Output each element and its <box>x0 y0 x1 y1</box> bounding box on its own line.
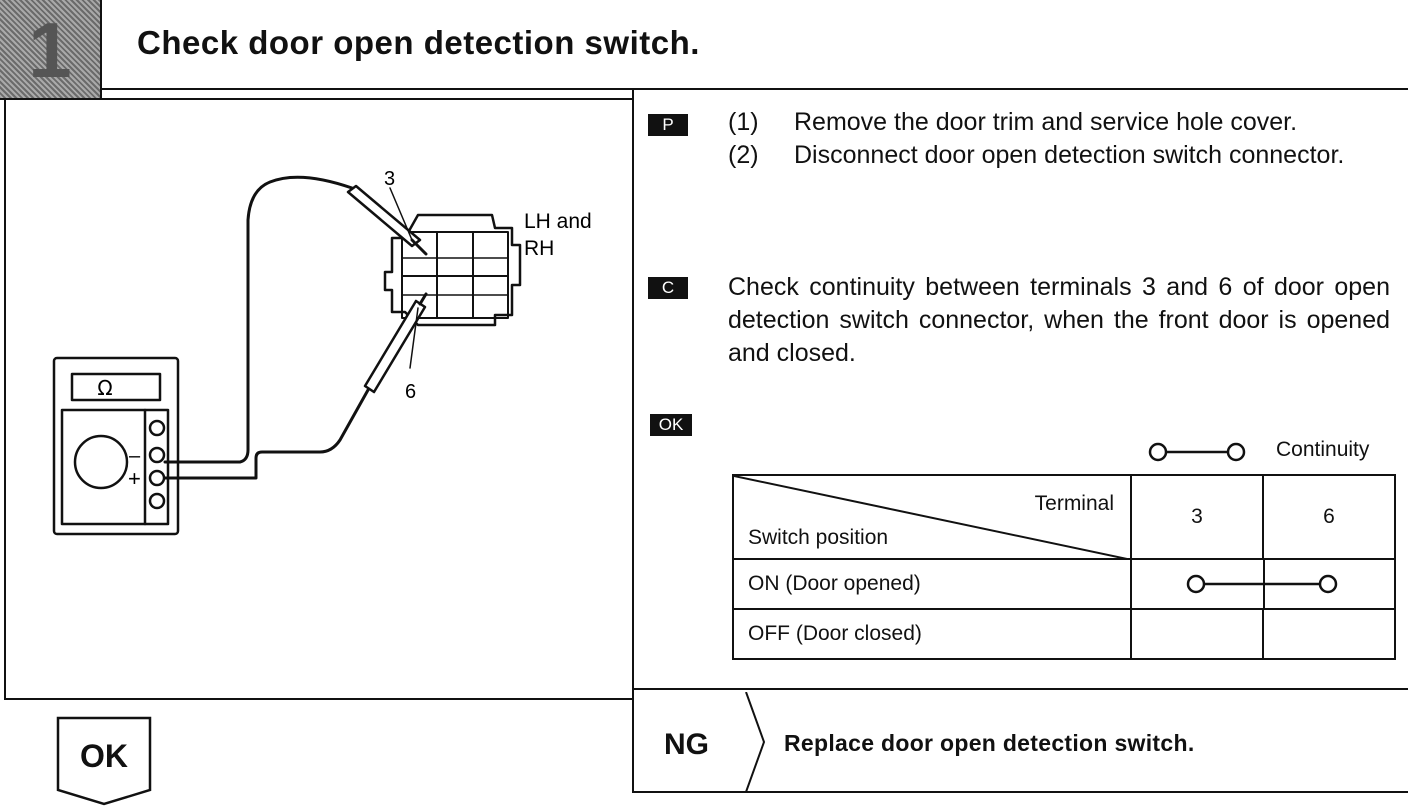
table-row: ON (Door opened) <box>732 558 1396 610</box>
ng-arrow <box>745 692 766 792</box>
right-bottom-rule <box>632 688 1408 690</box>
step-text: Disconnect door open detection switch co… <box>794 141 1345 169</box>
step-index: (1) <box>728 108 759 136</box>
continuity-legend-symbol <box>1148 442 1246 462</box>
continuity-cell <box>1130 608 1264 660</box>
row-label: OFF (Door closed) <box>732 608 1132 660</box>
step-number: 1 <box>28 6 72 94</box>
ng-bottom-rule <box>632 791 1408 793</box>
step-number-box <box>0 0 100 100</box>
procedure-step: (2) Disconnect door open detection switc… <box>728 139 1390 172</box>
continuity-cell <box>1130 558 1396 610</box>
terminal-3-label: 3 <box>384 168 395 190</box>
side-label-line1: LH and <box>524 210 592 233</box>
diagram-bottom-rule <box>4 698 634 700</box>
ohm-symbol: Ω <box>97 376 112 400</box>
procedure-step: (1) Remove the door trim and service hol… <box>728 106 1390 139</box>
lower-lead <box>163 388 370 480</box>
ok-result-box <box>56 716 152 806</box>
step-index: (2) <box>728 141 759 169</box>
header-terminal: Terminal <box>1034 492 1114 515</box>
connector-housing <box>383 213 522 327</box>
side-label-line2: RH <box>524 237 554 260</box>
column-header: 6 <box>1262 474 1396 560</box>
row-label: ON (Door opened) <box>732 558 1132 610</box>
header-rule <box>100 88 1408 90</box>
table-corner-cell: Terminal Switch position <box>732 474 1132 560</box>
page-title: Check door open detection switch. <box>137 24 700 61</box>
column-divider <box>632 88 634 793</box>
diagram-top-rule <box>0 98 634 100</box>
continuity-cell <box>1262 608 1396 660</box>
plus-sign: + <box>128 466 141 491</box>
header-divider <box>100 0 102 100</box>
multimeter-display <box>70 372 162 402</box>
wiring-diagram: 3 6 LH and RH Ω – + <box>52 168 592 536</box>
upper-lead <box>163 175 354 464</box>
check-tag: C <box>648 277 688 299</box>
procedure-tag: P <box>648 114 688 136</box>
column-header: 3 <box>1130 474 1264 560</box>
table-header-row: Terminal Switch position 3 6 <box>732 474 1396 560</box>
terminal-6-label: 6 <box>405 381 416 403</box>
ok-tag: OK <box>650 414 692 436</box>
multimeter-dial <box>73 434 129 490</box>
ng-result-label: NG <box>664 728 709 761</box>
diagram-left-border <box>4 98 6 700</box>
multimeter-body <box>52 356 180 536</box>
continuity-table: Terminal Switch position 3 6 ON (Door op… <box>732 474 1396 660</box>
check-instruction: Check continuity between terminals 3 and… <box>728 273 1390 367</box>
header-switch-position: Switch position <box>748 526 889 549</box>
table-row: OFF (Door closed) <box>732 608 1396 660</box>
ng-result-action: Replace door open detection switch. <box>784 730 1195 756</box>
upper-probe <box>346 184 422 248</box>
procedure-steps: (1) Remove the door trim and service hol… <box>728 106 1390 172</box>
minus-sign: – <box>129 445 141 467</box>
corner-diagonal <box>734 476 1132 560</box>
step-text: Remove the door trim and service hole co… <box>794 108 1298 136</box>
continuity-symbol <box>1186 560 1338 610</box>
multimeter-panel <box>60 408 170 526</box>
continuity-legend-label: Continuity <box>1276 438 1370 461</box>
ok-result-label: OK <box>80 738 128 774</box>
lower-probe <box>363 299 427 394</box>
